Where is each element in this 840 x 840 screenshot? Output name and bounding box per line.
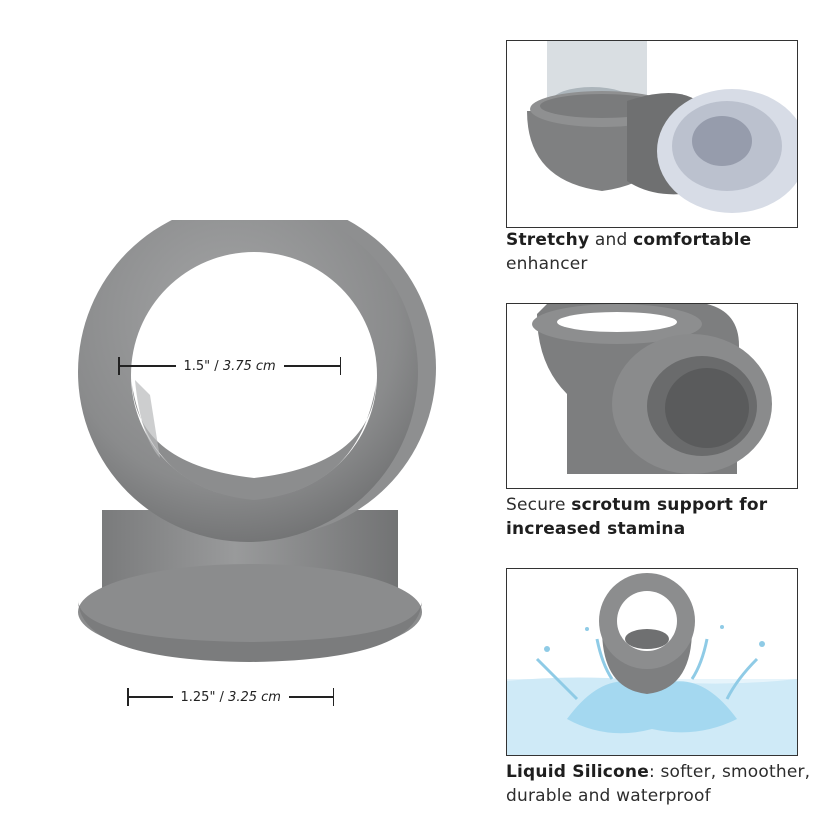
- inner-diameter-label: 1.5" / 3.75 cm: [183, 358, 276, 374]
- base-width-dimension: 1.25" / 3.25 cm: [127, 688, 335, 706]
- product-main-image: [78, 220, 436, 662]
- feature-caption-support: Secure scrotum support for increased sta…: [506, 495, 768, 539]
- feature-caption-silicone: Liquid Silicone: softer, smoother, durab…: [506, 762, 811, 806]
- base-width-label: 1.25" / 3.25 cm: [180, 689, 281, 705]
- feature-image-worn: [506, 40, 798, 228]
- inner-diameter-dimension: 1.5" / 3.75 cm: [118, 357, 342, 375]
- feature-image-support: [506, 303, 798, 489]
- feature-caption-stretchy: Stretchy and comfortable enhancer: [506, 230, 752, 274]
- feature-image-waterproof: [506, 568, 798, 756]
